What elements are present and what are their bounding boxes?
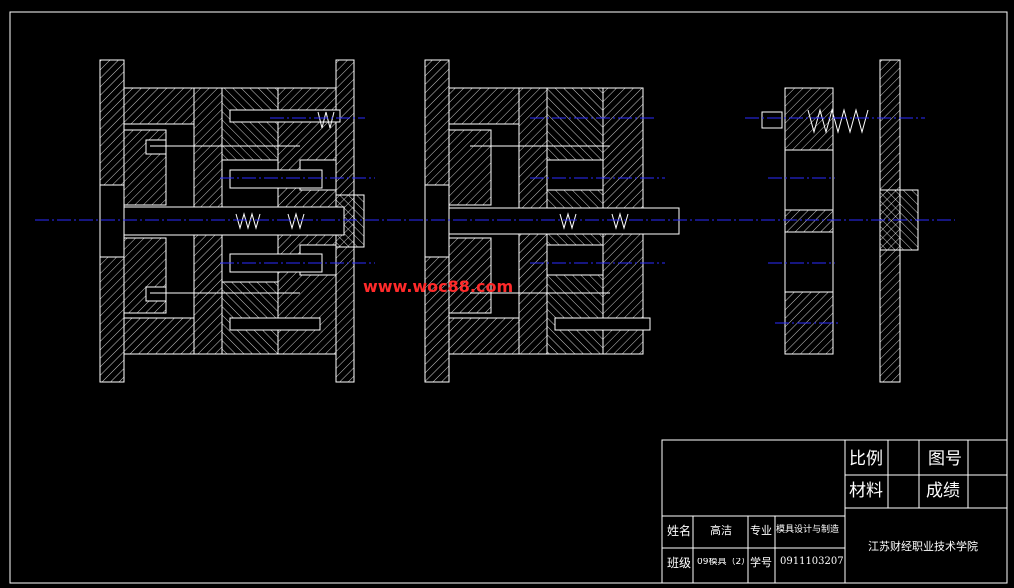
name-label: 姓名 <box>667 524 692 538</box>
bolt-head <box>761 111 783 129</box>
support-block-bottom-2 <box>448 317 520 355</box>
scale-label: 比例 <box>849 449 883 469</box>
view-fixed-half <box>761 59 919 383</box>
return-pin-bottom <box>229 317 321 331</box>
return-pin-bottom-2 <box>554 317 651 331</box>
watermark-text: www.woc88.com <box>363 277 514 296</box>
ejector-plate-bottom <box>123 237 167 314</box>
major-value: 模具设计与制造 <box>776 525 840 535</box>
drawing-border <box>9 11 1008 584</box>
clamp-plate-left-gap-2 <box>424 184 450 258</box>
material-label: 材料 <box>849 481 883 501</box>
spring-1 <box>235 212 261 230</box>
ejector-plate-bottom-2 <box>448 237 492 314</box>
spring-2a <box>559 212 577 230</box>
return-pin-top <box>229 109 341 123</box>
support-block-top-2 <box>448 87 520 125</box>
class-value: 09模具（2） <box>697 558 747 567</box>
main-rod <box>123 206 345 236</box>
drawing-no-label: 图号 <box>928 449 962 469</box>
spring-2 <box>287 212 305 230</box>
ejector-plate-top-2 <box>448 129 492 206</box>
centerlines <box>35 117 955 324</box>
spring-2b <box>611 212 629 230</box>
core-plate-top <box>221 87 279 161</box>
spring-3a <box>807 108 869 134</box>
student-no-value: 0911103207 <box>780 556 844 567</box>
student-no-label: 学号 <box>750 556 772 569</box>
core-gap-bottom-2 <box>546 244 604 276</box>
ejector-gap-top <box>145 139 167 155</box>
class-label: 班级 <box>667 556 692 570</box>
view-open-mold <box>424 59 680 383</box>
fixed-gap-top <box>784 149 834 211</box>
clamp-plate-left-gap <box>99 184 125 258</box>
main-rod-2 <box>448 207 680 235</box>
major-label: 专业 <box>750 524 772 537</box>
grade-label: 成绩 <box>926 481 960 501</box>
core-pin-top <box>229 169 323 189</box>
core-gap-top-2 <box>546 159 604 191</box>
fixed-plate <box>784 87 834 355</box>
ejector-gap-bottom <box>145 286 167 302</box>
fixed-gap-bottom <box>784 231 834 293</box>
support-block-top <box>123 87 195 125</box>
school-name: 江苏财经职业技术学院 <box>868 540 978 553</box>
support-block-bottom <box>123 317 195 355</box>
name-value: 高洁 <box>710 524 732 537</box>
title-block <box>661 439 1008 584</box>
title-block-frame <box>661 439 1008 584</box>
view-closed-mold <box>99 59 365 383</box>
spring-3 <box>317 111 335 129</box>
